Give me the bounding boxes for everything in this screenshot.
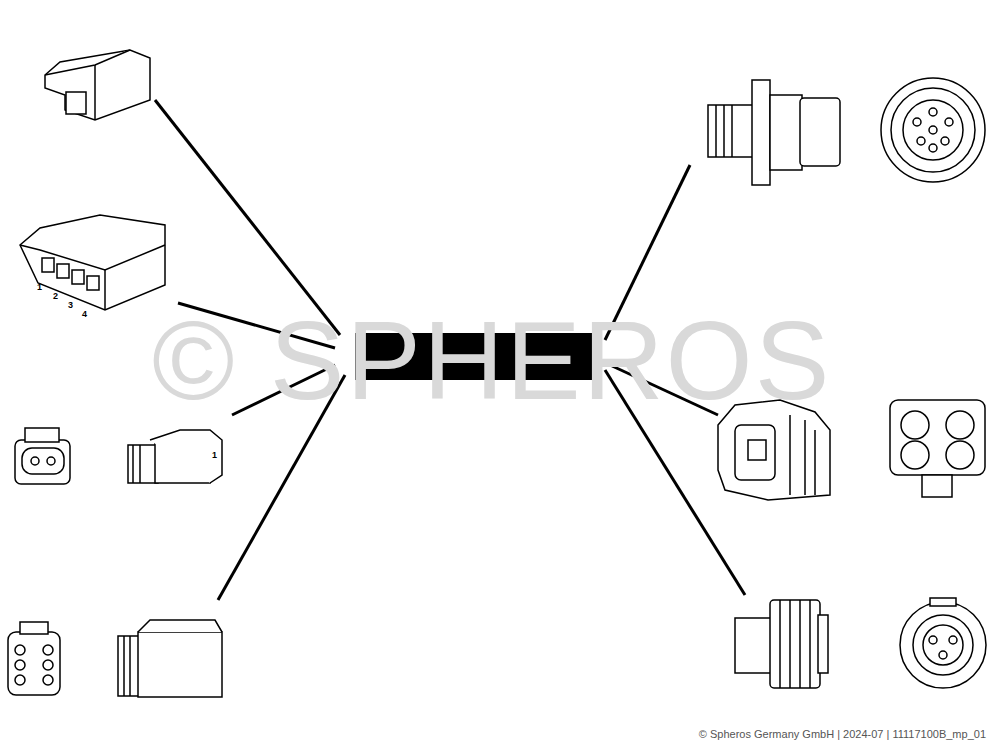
pin-number: 4 xyxy=(82,310,87,319)
connector-drawings xyxy=(8,50,986,697)
pin-number: 1 xyxy=(37,283,42,292)
pin-number: 2 xyxy=(53,292,58,301)
pin-number: 1 xyxy=(212,451,217,460)
pin-number: 3 xyxy=(68,301,73,310)
watermark: © SPHEROS xyxy=(152,305,831,417)
copyright-caption: © Spheros Germany GmbH | 2024-07 | 11117… xyxy=(699,729,986,740)
